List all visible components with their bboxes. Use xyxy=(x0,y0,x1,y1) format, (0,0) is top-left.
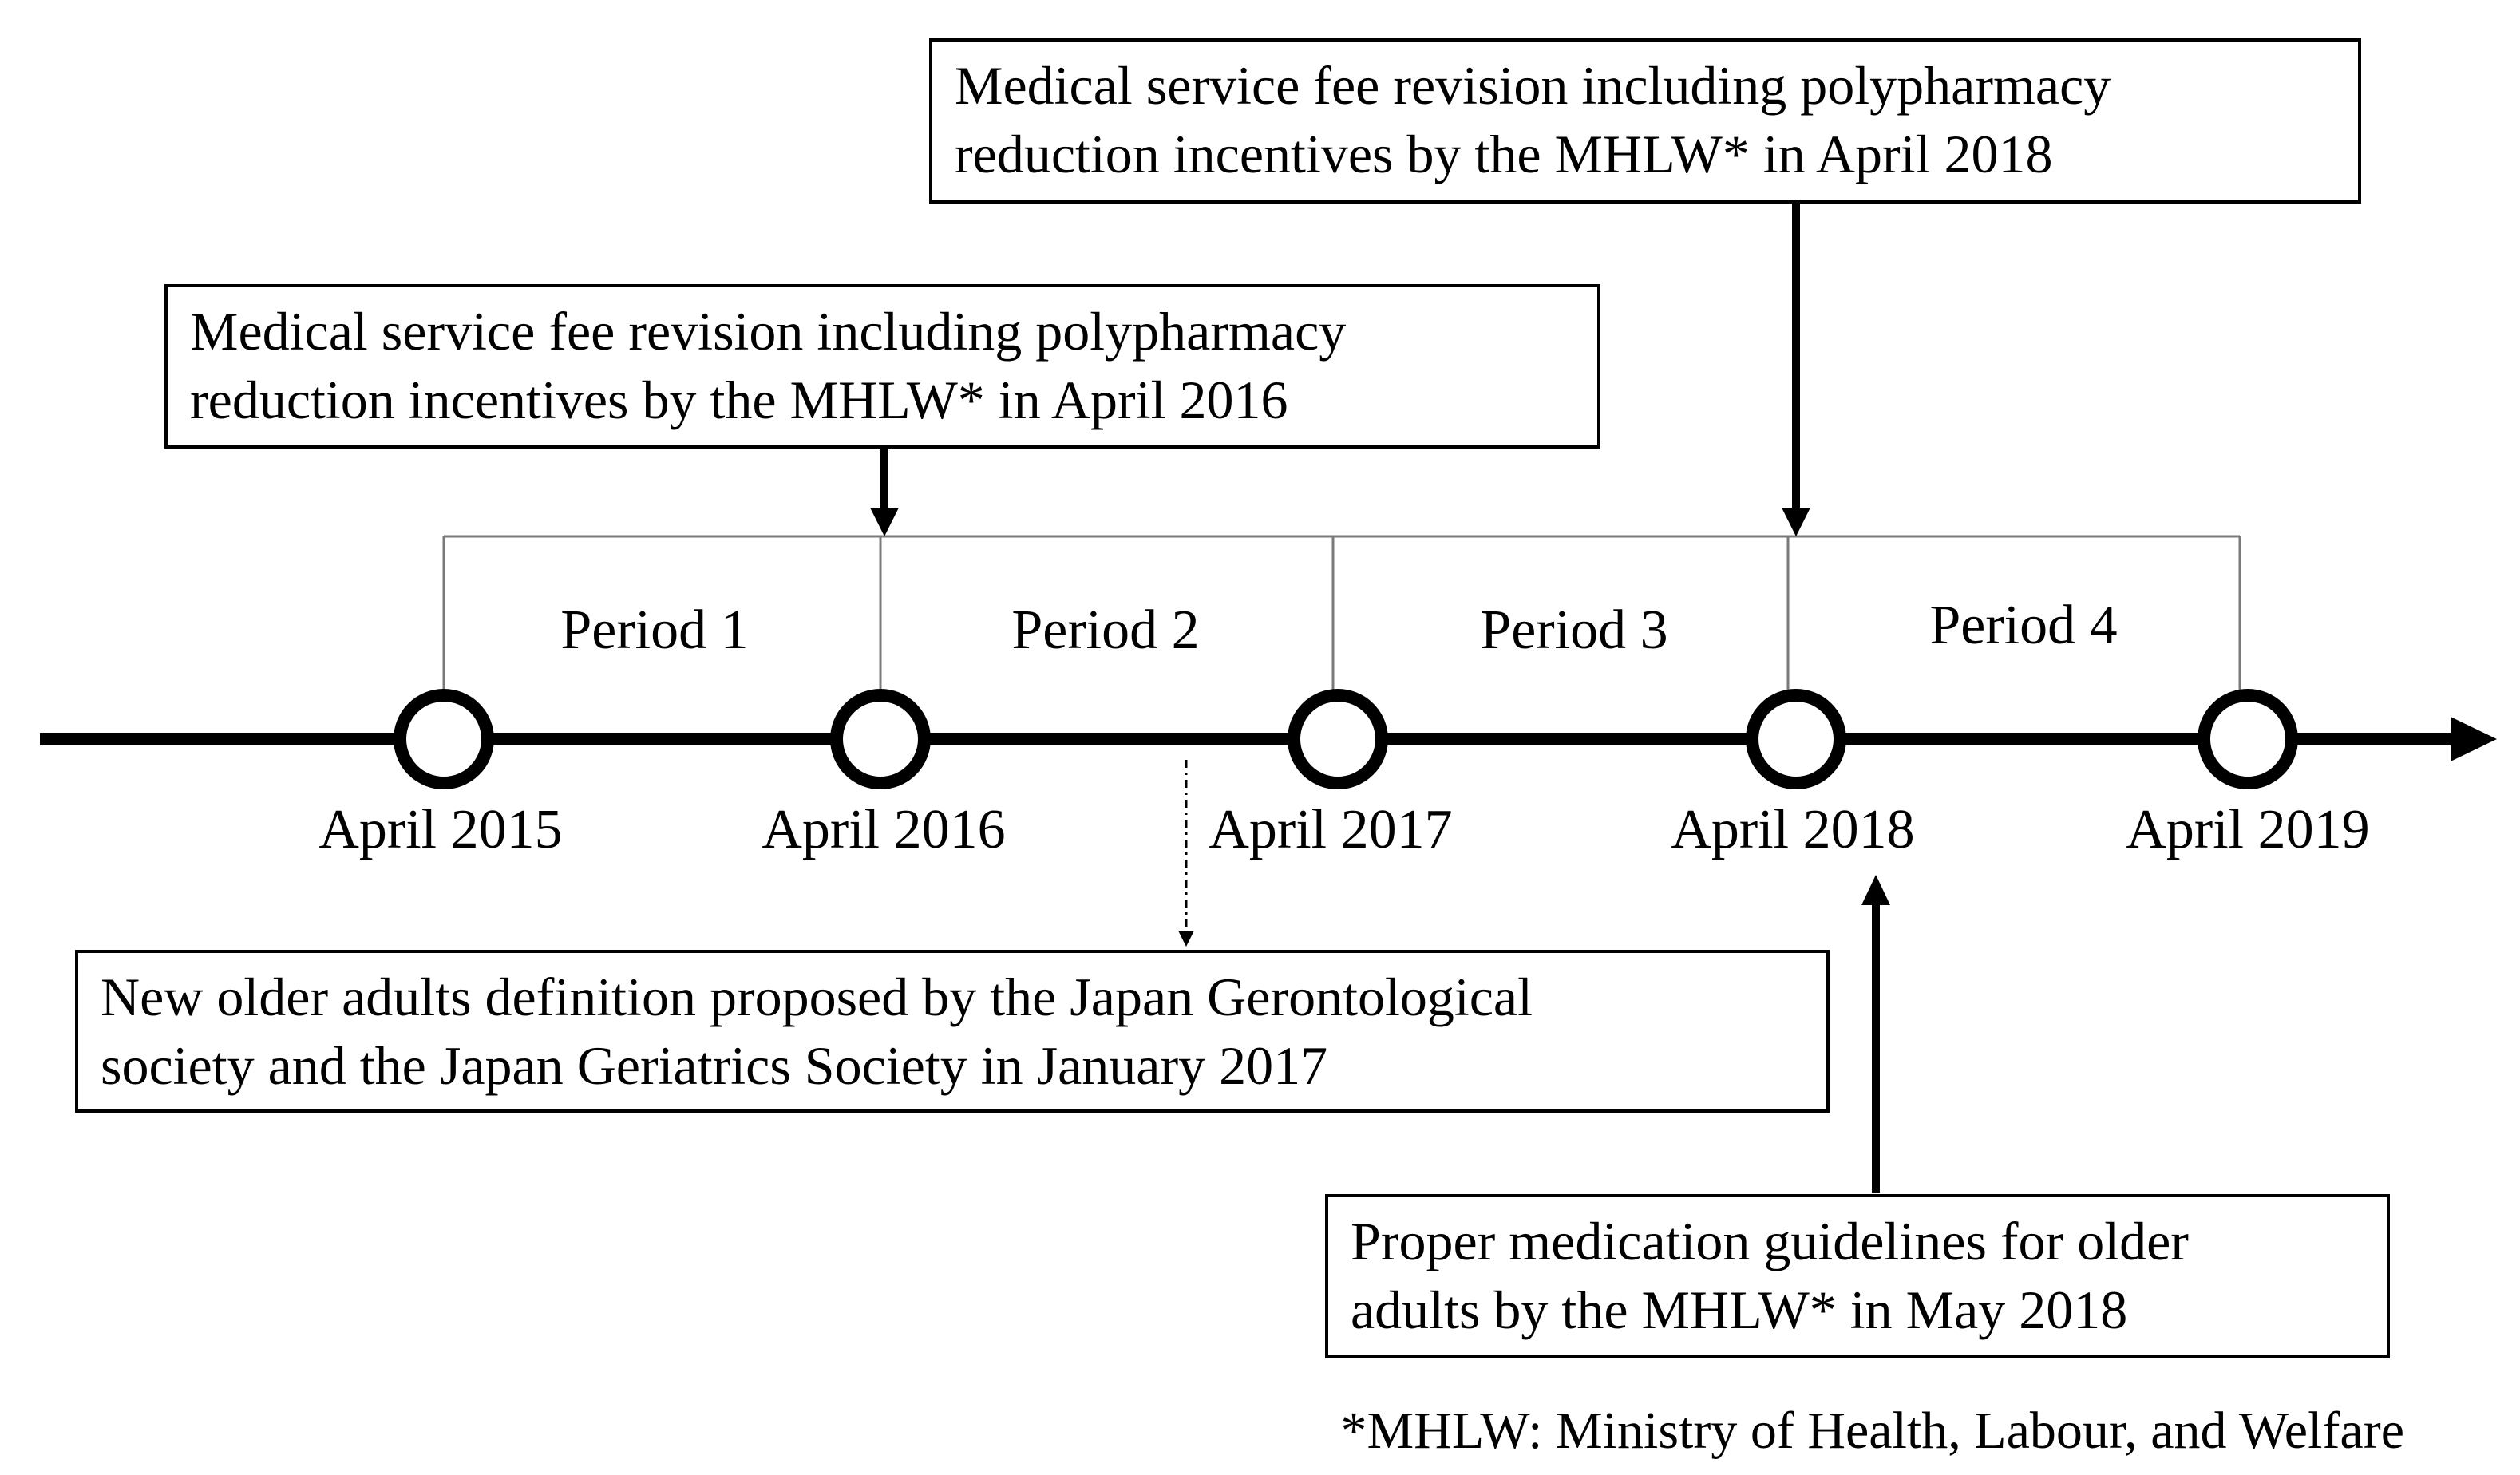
arrow-head-medication-guidelines xyxy=(1861,875,1890,905)
period-1-label: Period 1 xyxy=(560,599,748,661)
arrow-head-revision-2018 xyxy=(1782,508,1810,536)
date-label-2015: April 2015 xyxy=(318,799,562,860)
period-2-label: Period 2 xyxy=(1011,599,1199,661)
event-text-revision-2018-line1: Medical service fee revision including p… xyxy=(955,55,2111,116)
period-bracket xyxy=(442,535,2241,691)
dashed-pointer-arrowhead xyxy=(1178,931,1194,947)
milestone-markers xyxy=(394,689,2298,789)
event-text-revision-2018-line2: reduction incentives by the MHLW* in Apr… xyxy=(955,124,2052,184)
arrow-head-revision-2016 xyxy=(870,508,899,536)
milestone-april-2015 xyxy=(394,689,494,789)
date-label-2019: April 2019 xyxy=(2126,799,2369,860)
event-box-revision-2018 xyxy=(929,38,2361,204)
milestone-april-2018 xyxy=(1746,689,1846,789)
period-3-label: Period 3 xyxy=(1480,599,1667,661)
event-text-older-adults-line2: society and the Japan Geriatrics Society… xyxy=(101,1035,1327,1096)
date-label-2018: April 2018 xyxy=(1671,799,1914,860)
timeline-arrowhead xyxy=(2451,717,2497,761)
period-4-label: Period 4 xyxy=(1929,595,2117,656)
date-label-2016: April 2016 xyxy=(762,799,1005,860)
event-text-medication-guidelines-line1: Proper medication guidelines for older xyxy=(1351,1211,2189,1271)
milestone-april-2017 xyxy=(1288,689,1388,789)
event-text-revision-2016-line2: reduction incentives by the MHLW* in Apr… xyxy=(190,370,1288,430)
milestone-april-2016 xyxy=(830,689,931,789)
event-text-revision-2016-line1: Medical service fee revision including p… xyxy=(190,301,1346,362)
event-text-older-adults-line1: New older adults definition proposed by … xyxy=(101,967,1533,1027)
milestone-april-2019 xyxy=(2198,689,2298,789)
date-label-2017: April 2017 xyxy=(1209,799,1452,860)
footnote: *MHLW: Ministry of Health, Labour, and W… xyxy=(1341,1402,2404,1460)
event-box-older-adults-definition xyxy=(75,950,1830,1113)
event-text-medication-guidelines-line2: adults by the MHLW* in May 2018 xyxy=(1351,1279,2127,1340)
event-box-medication-guidelines xyxy=(1325,1194,2390,1358)
